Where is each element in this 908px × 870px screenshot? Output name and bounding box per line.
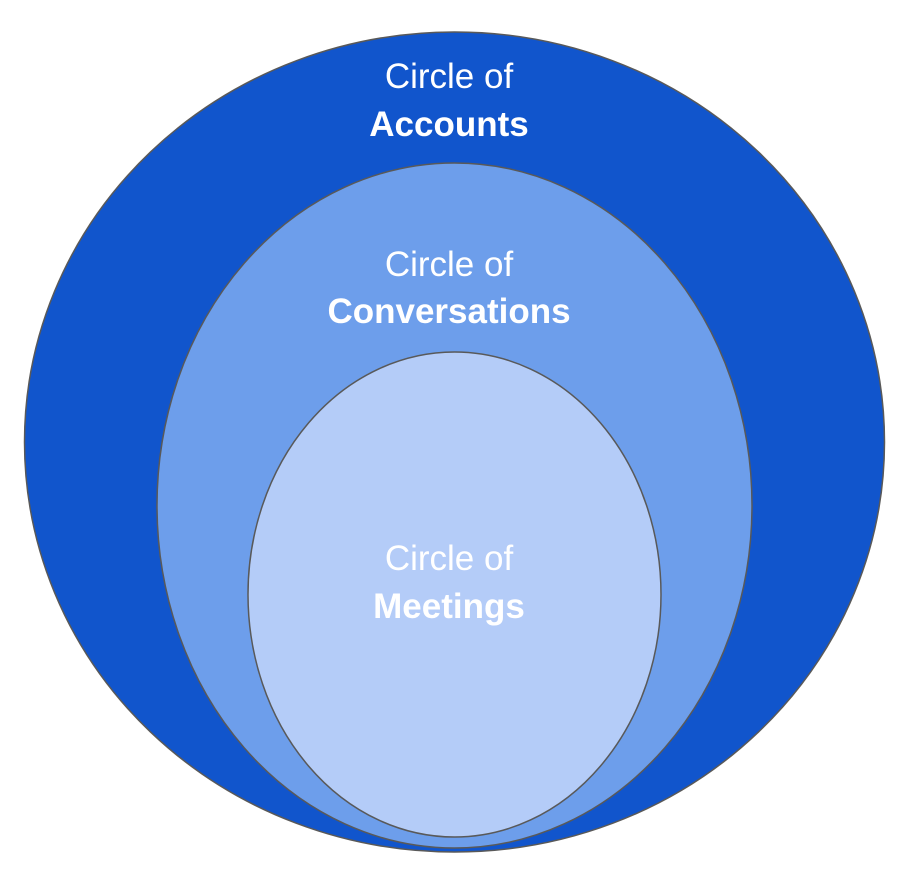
accounts-label: Accounts xyxy=(369,105,528,144)
circle-meetings xyxy=(247,351,662,838)
conversations-label: Conversations xyxy=(327,292,570,331)
accounts-prefix: Circle of xyxy=(385,57,514,96)
meetings-prefix: Circle of xyxy=(385,539,514,578)
meetings-label: Meetings xyxy=(373,587,525,626)
conversations-prefix: Circle of xyxy=(385,245,514,284)
